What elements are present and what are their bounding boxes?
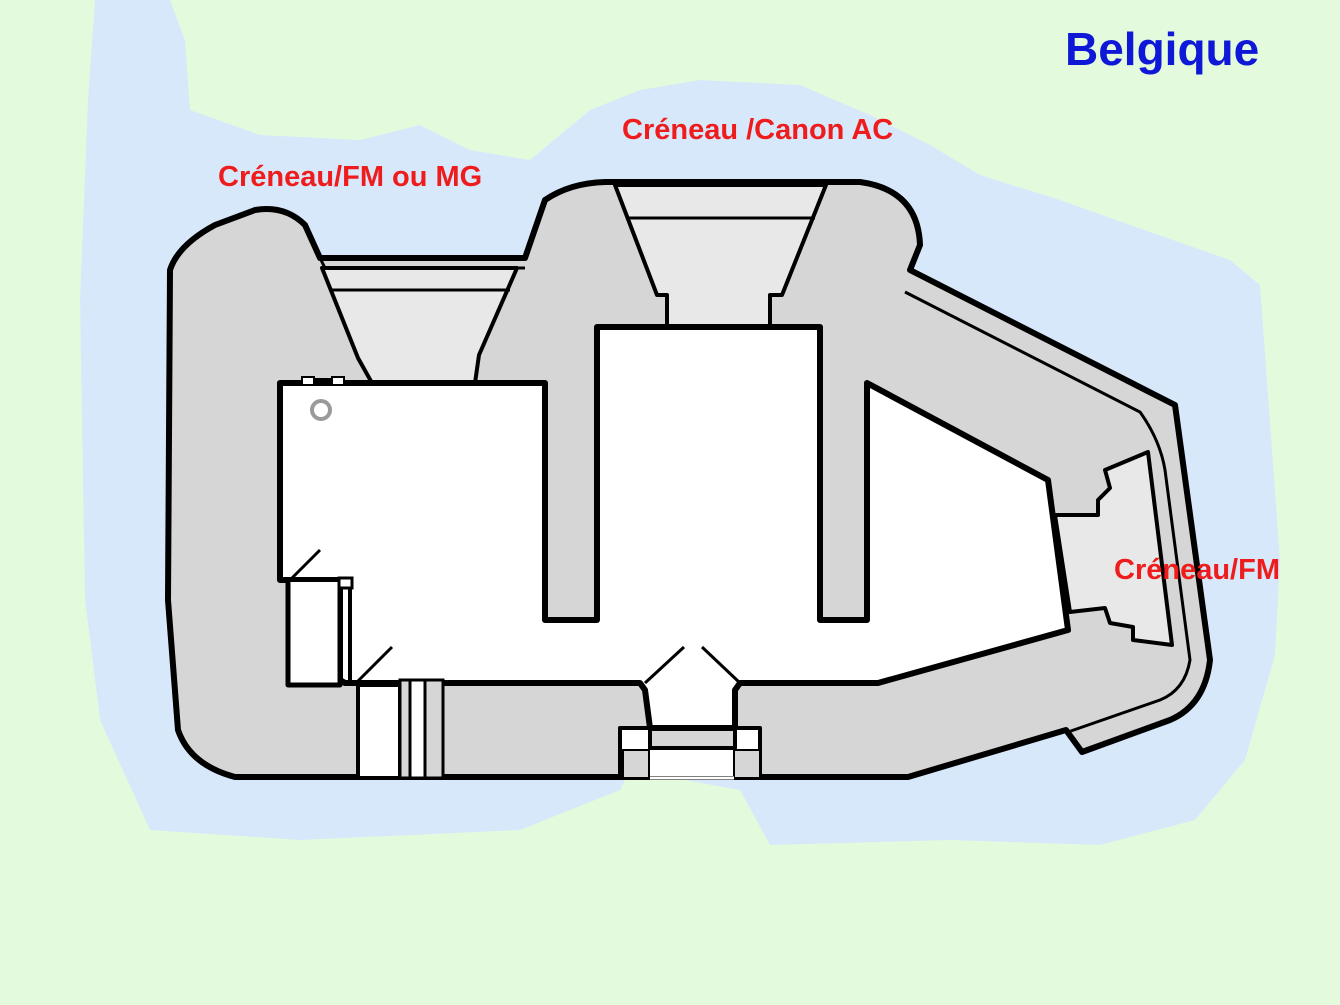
exit-corridor-left — [356, 683, 402, 780]
embrasure-right-throat — [1053, 450, 1174, 647]
label-embrasure-top-left: Créneau/FM ou MG — [218, 161, 483, 193]
door-leaf-left-room — [286, 548, 322, 584]
niche-2 — [331, 376, 345, 386]
label-embrasure-right: Créneau/FM — [1114, 554, 1280, 586]
entrance-pier-right — [733, 749, 761, 779]
country-title: Belgique — [1065, 23, 1260, 75]
door-leaf-entrance-right — [700, 645, 742, 685]
niche-1 — [301, 376, 315, 386]
door-leaf-corridor — [354, 645, 394, 685]
entrance-pier-left — [622, 749, 650, 779]
outer-wall-line-right — [904, 290, 1192, 734]
label-embrasure-top-center: Créneau /Canon AC — [622, 114, 894, 146]
corridor-gap — [408, 678, 427, 780]
interior-space — [277, 324, 1071, 731]
corridor-wall-strip-2 — [423, 678, 445, 780]
ventilation-circle — [310, 399, 332, 421]
small-post — [337, 576, 354, 590]
door-leaf-entrance-left — [643, 645, 686, 685]
lower-left-cell — [285, 582, 343, 688]
